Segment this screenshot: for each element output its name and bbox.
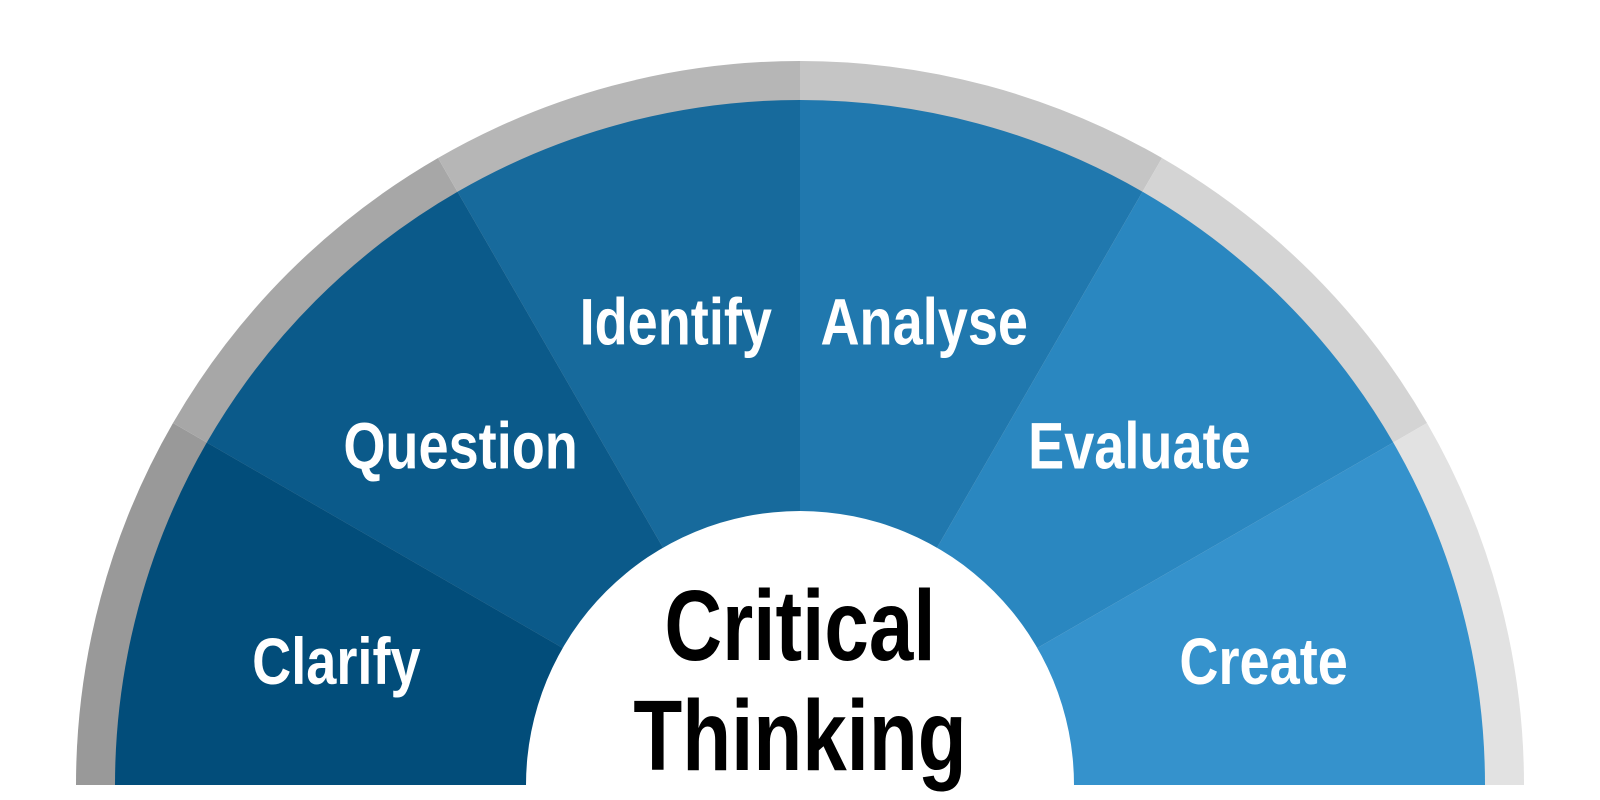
segment-label-create: Create	[1179, 624, 1347, 698]
segment-label-clarify: Clarify	[252, 624, 421, 698]
center-title-line1: Critical	[664, 571, 935, 683]
segment-label-question: Question	[343, 408, 577, 482]
segment-label-evaluate: Evaluate	[1028, 408, 1251, 482]
center-title-line2: Thinking	[633, 681, 966, 793]
segment-label-analyse: Analyse	[820, 284, 1028, 358]
center-circle	[526, 511, 1074, 785]
segment-label-identify: Identify	[580, 284, 773, 358]
